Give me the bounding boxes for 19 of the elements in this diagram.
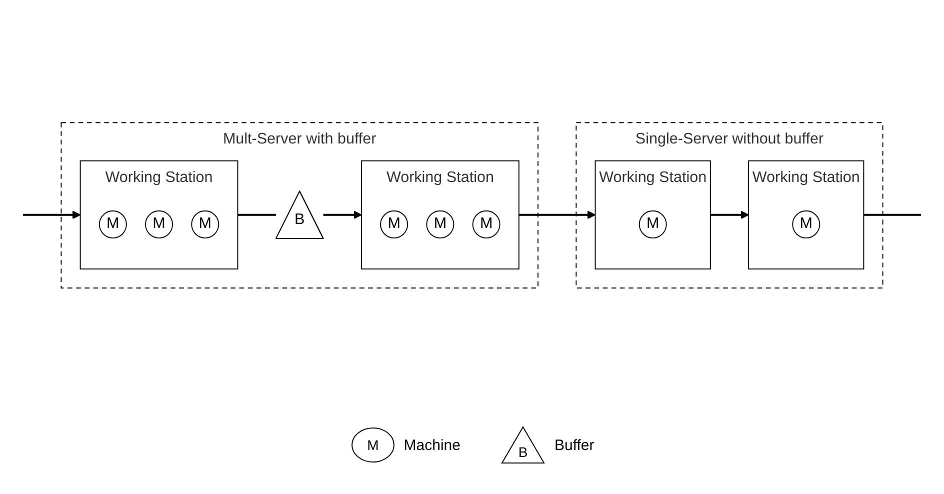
machine-label: M xyxy=(480,214,493,234)
machine-label: M xyxy=(800,214,812,234)
machine-label: B xyxy=(294,210,305,230)
machine-label: M xyxy=(106,214,120,234)
machine-symbol: M xyxy=(350,425,396,465)
buffer-symbol: B xyxy=(500,425,546,465)
machine-label: M xyxy=(152,214,166,234)
machine-label: M xyxy=(646,214,660,234)
legend-text: Buffer xyxy=(554,436,594,454)
legend-text: Machine xyxy=(404,436,460,454)
group-title: Mult-Server with buffer xyxy=(222,130,376,150)
station-title: Working Station xyxy=(752,168,860,188)
machine-label: M xyxy=(198,214,212,234)
station-title: Working Station xyxy=(105,168,213,188)
machine-label: M xyxy=(434,214,447,234)
machine-label: M xyxy=(388,214,400,234)
station-title: Working Station xyxy=(386,168,494,188)
station-title: Working Station xyxy=(599,168,707,188)
group-title: Single-Server without buffer xyxy=(635,130,824,150)
